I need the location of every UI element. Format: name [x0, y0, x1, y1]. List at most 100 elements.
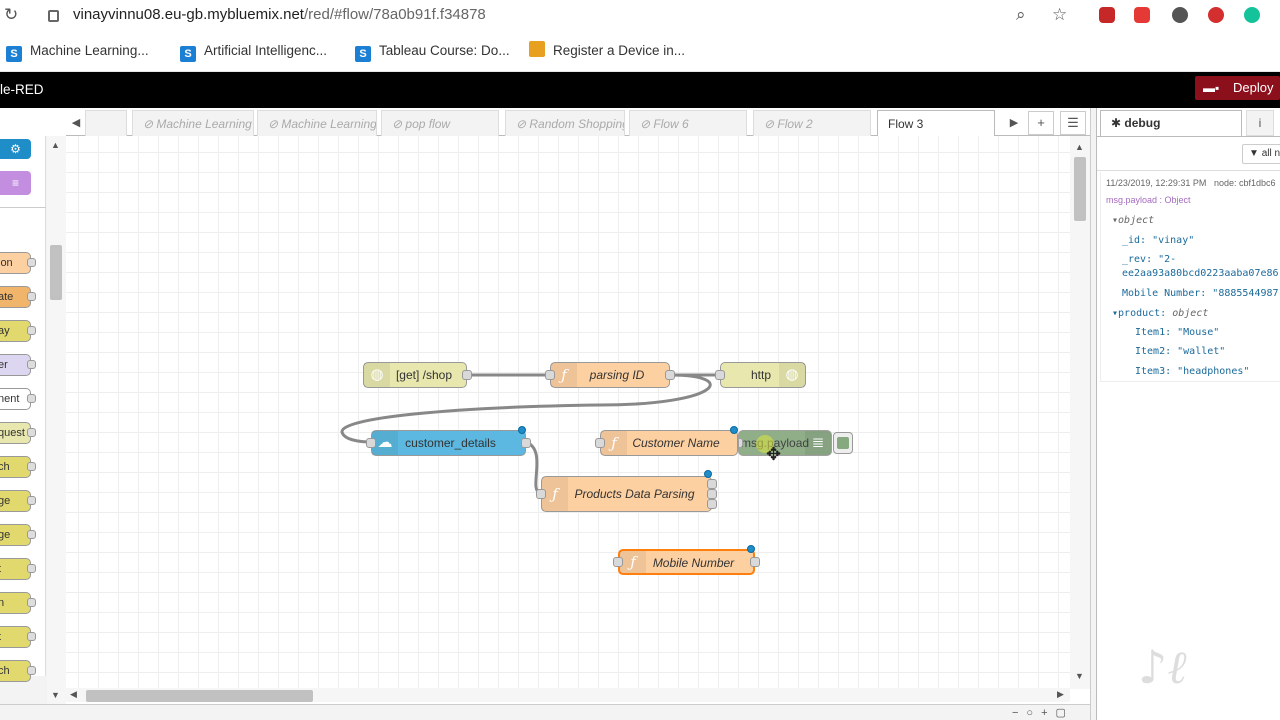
package-icon	[529, 41, 545, 57]
vertical-scroll-thumb[interactable]	[1074, 157, 1086, 221]
debug-object-root[interactable]: ▾object	[1112, 215, 1155, 226]
lock-icon	[48, 10, 59, 22]
palette-node[interactable]: quest	[0, 422, 31, 444]
sidebar-tab-debug[interactable]: ✱ debug	[1100, 110, 1242, 136]
palette-node-port	[27, 428, 36, 437]
palette-node-port	[27, 360, 36, 369]
flow-workspace[interactable]	[66, 136, 1090, 689]
palette-category-icon[interactable]: ≡	[0, 171, 31, 195]
reload-icon[interactable]: ↻	[4, 5, 19, 24]
output-port-1[interactable]	[707, 479, 717, 489]
workspace-horizontal-scrollbar[interactable]	[66, 688, 1070, 702]
scroll-down-icon[interactable]: ▼	[51, 690, 60, 700]
input-port[interactable]	[545, 370, 555, 380]
cursor-highlight	[756, 435, 774, 453]
input-port[interactable]	[739, 438, 743, 448]
tab-machine-learning-2[interactable]: ⊘ Machine Learning	[257, 110, 377, 136]
tab-hidden[interactable]	[85, 110, 127, 136]
output-port[interactable]	[521, 438, 531, 448]
address-bar[interactable]: vinayvinnu08.eu-gb.mybluemix.net/red/#fl…	[73, 6, 486, 23]
globe-icon: ◍	[364, 363, 390, 387]
debug-id-line: _id: "vinay"	[1122, 235, 1195, 246]
bookmark-favicon-icon: S	[180, 46, 196, 62]
http-response-node[interactable]: http ◍	[715, 362, 806, 388]
scroll-up-icon[interactable]: ▲	[1075, 142, 1084, 152]
output-port[interactable]	[750, 557, 760, 567]
input-port[interactable]	[613, 557, 623, 567]
sidebar-divider	[1097, 170, 1280, 171]
output-port-3[interactable]	[707, 499, 717, 509]
debug-product-key[interactable]: ▾product: object	[1112, 308, 1209, 319]
changed-indicator	[730, 426, 738, 434]
input-port[interactable]	[715, 370, 725, 380]
workspace-footer	[0, 704, 1090, 720]
input-port[interactable]	[366, 438, 376, 448]
scroll-down-icon[interactable]: ▼	[1075, 671, 1084, 681]
debug-item3-line: Item3: "headphones"	[1135, 366, 1250, 377]
cloudant-node[interactable]: ☁ customer_details	[366, 426, 531, 456]
input-port[interactable]	[595, 438, 605, 448]
zoom-icon[interactable]: ⌕	[1016, 5, 1026, 24]
function-node-customer-name[interactable]: ƒ Customer Name	[595, 426, 738, 456]
add-flow-button[interactable]: +	[1028, 111, 1054, 135]
list-icon: ≣	[805, 431, 831, 455]
palette-node-port	[27, 564, 36, 573]
deploy-button[interactable]: ▬▪ Deploy	[1195, 76, 1280, 100]
sidebar-tab-divider	[1097, 136, 1280, 137]
bookmark-register-device[interactable]: Register a Device in...	[529, 41, 685, 61]
palette-category-icon[interactable]: ⚙	[0, 139, 31, 159]
adblock-extension-icon[interactable]	[1208, 7, 1224, 23]
sidebar-tab-info[interactable]: i	[1246, 110, 1274, 136]
tab-flow-2[interactable]: ⊘ Flow 2	[753, 110, 871, 136]
scroll-right-icon[interactable]: ▶	[1057, 689, 1064, 699]
output-port-2[interactable]	[707, 489, 717, 499]
debug-node[interactable]: msg.payload ≣	[738, 430, 832, 456]
scroll-up-icon[interactable]: ▲	[51, 140, 60, 150]
cloud-icon: ☁	[372, 431, 398, 455]
debug-mobile-line: Mobile Number: "8885544987	[1122, 288, 1279, 299]
palette-node[interactable]: ate	[0, 286, 31, 308]
tab-flow-6[interactable]: ⊘ Flow 6	[629, 110, 747, 136]
bookmark-favicon-icon: S	[6, 46, 22, 62]
debug-filter-button[interactable]: ▼ all n	[1242, 144, 1280, 164]
bug-icon: ✱	[1111, 116, 1122, 130]
http-in-node[interactable]: ◍ [get] /shop	[363, 362, 472, 388]
nodered-header	[0, 72, 1280, 108]
flow-list-menu-icon[interactable]: ☰	[1060, 111, 1086, 135]
function-node-parsing-id[interactable]: ƒ parsing ID	[545, 362, 675, 388]
workspace-vertical-scrollbar[interactable]	[1070, 136, 1090, 689]
bookmark-star-icon[interactable]: ☆	[1052, 5, 1068, 24]
horizontal-scroll-thumb[interactable]	[86, 690, 313, 702]
function-icon: ƒ	[542, 477, 568, 511]
grammarly-extension-icon[interactable]	[1244, 7, 1260, 23]
wire	[525, 440, 541, 495]
scroll-left-icon[interactable]: ◀	[70, 689, 77, 699]
zoom-controls[interactable]: −○+▢	[1012, 707, 1074, 719]
browser-toolbar	[0, 0, 1280, 32]
palette-node-port	[27, 666, 36, 675]
palette-node-port	[27, 530, 36, 539]
palette-scroll-thumb[interactable]	[50, 245, 62, 300]
output-port[interactable]	[462, 370, 472, 380]
tab-random-shopping[interactable]: ⊘ Random Shopping	[505, 110, 625, 136]
tab-pop-flow[interactable]: ⊘ pop flow	[381, 110, 499, 136]
tab-machine-learning-1[interactable]: ⊘ Machine Learning	[132, 110, 254, 136]
debug-timestamp: 11/23/2019, 12:29:31 PM node: cbf1dbc6	[1106, 178, 1276, 188]
todoist-extension-icon[interactable]	[1134, 7, 1150, 23]
tab-flow-3[interactable]: Flow 3	[877, 110, 995, 137]
sidebar-separator[interactable]	[1090, 108, 1096, 720]
function-icon: ƒ	[620, 551, 646, 573]
tab-scroll-left-icon[interactable]: ◀	[71, 117, 81, 129]
function-node-mobile-number[interactable]: ƒ Mobile Number	[613, 545, 760, 575]
palette-node-port	[27, 394, 36, 403]
tab-scroll-right-icon[interactable]: ▶	[1009, 117, 1019, 129]
extension-icon[interactable]	[1172, 7, 1188, 23]
input-port[interactable]	[536, 489, 546, 499]
function-node-products-parsing[interactable]: ƒ Products Data Parsing	[536, 470, 717, 512]
output-port[interactable]	[665, 370, 675, 380]
ublock-extension-icon[interactable]	[1099, 7, 1115, 23]
app-title: le-RED	[0, 82, 44, 97]
